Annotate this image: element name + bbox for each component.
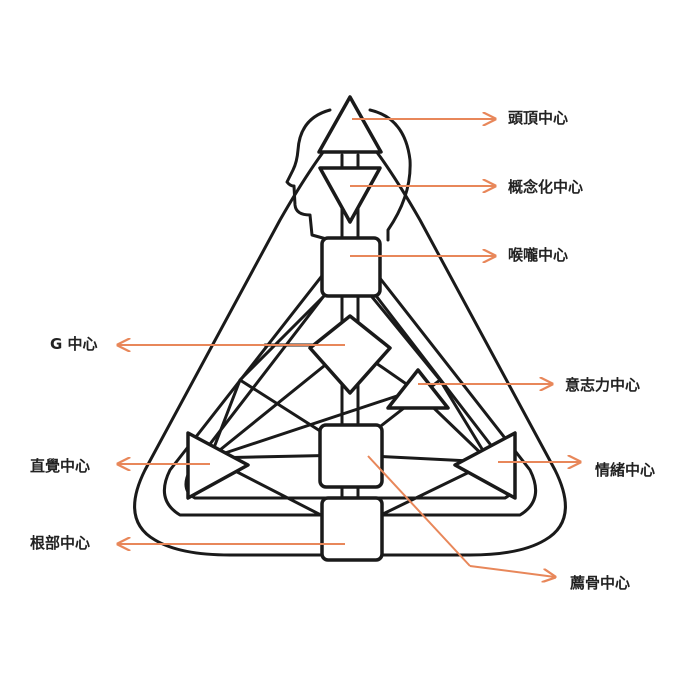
label-solar: 情緒中心 [595, 461, 655, 479]
label-ajna: 概念化中心 [508, 178, 583, 196]
label-g: G 中心 [50, 335, 98, 353]
channels [208, 268, 492, 532]
label-head: 頭頂中心 [508, 109, 568, 127]
solar-center [453, 431, 517, 500]
label-root: 根部中心 [30, 534, 90, 552]
throat-center [320, 236, 382, 298]
head-center [317, 95, 383, 154]
sacral-center [318, 423, 384, 489]
label-sacral: 薦骨中心 [570, 574, 630, 592]
arrow-sacral-tail [469, 565, 555, 577]
g-center [308, 314, 392, 395]
label-spleen: 直覺中心 [30, 457, 90, 475]
arrows [118, 119, 580, 577]
root-center [320, 496, 384, 562]
label-will: 意志力中心 [565, 376, 640, 394]
will-center [386, 368, 450, 410]
arrow-sacral [367, 455, 471, 567]
label-throat: 喉嚨中心 [508, 246, 568, 264]
ajna-center [318, 166, 382, 224]
spleen-center [186, 431, 250, 500]
